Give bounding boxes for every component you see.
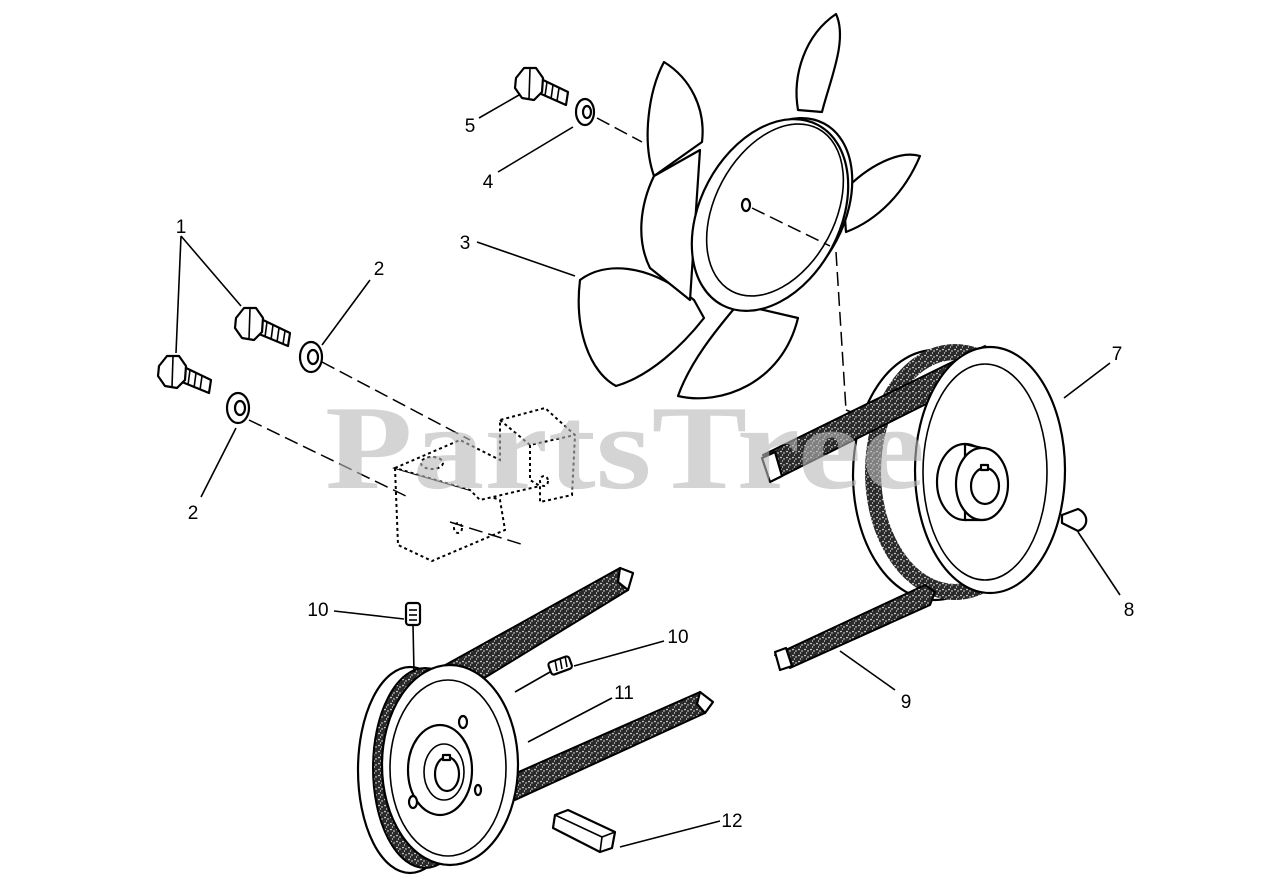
bracket-slot-upper xyxy=(539,475,549,487)
fan-ring-inner xyxy=(705,123,845,297)
bracket-reference xyxy=(392,406,577,563)
pulley-small-bore xyxy=(433,755,461,793)
callout-7: 7 xyxy=(1112,344,1123,365)
bolt-fan xyxy=(513,66,570,107)
washer-lower xyxy=(225,391,251,425)
callout-3-leader xyxy=(476,241,576,277)
fan-blade-bottom xyxy=(676,302,800,400)
bolt-lower xyxy=(156,354,213,395)
callout-5: 5 xyxy=(465,116,476,137)
washer-fan xyxy=(574,97,596,127)
callout-12: 12 xyxy=(721,811,742,832)
pulley-small-keyway xyxy=(441,753,452,762)
callout-9-leader xyxy=(839,650,896,691)
callout-10-left-leader xyxy=(333,610,405,620)
fan-hub-back xyxy=(640,148,702,302)
callout-2-upper: 2 xyxy=(374,259,385,280)
callout-9: 9 xyxy=(901,692,912,713)
callout-4: 4 xyxy=(483,172,494,193)
fan-blade-lower-left xyxy=(577,267,706,388)
callout-8: 8 xyxy=(1124,600,1135,621)
pulley-small-hole-right xyxy=(473,783,483,797)
bolt-upper xyxy=(233,306,292,348)
callout-1: 1 xyxy=(176,217,187,238)
callout-4-leader xyxy=(497,126,574,173)
key-square xyxy=(551,808,617,854)
fan-blade-right xyxy=(841,153,922,234)
set-screw-right xyxy=(514,655,573,693)
callout-2-lower: 2 xyxy=(188,503,199,524)
fan-blade-top xyxy=(795,12,842,114)
bracket-hole xyxy=(420,456,444,470)
bracket-plate xyxy=(392,406,577,504)
callout-2-upper-leader xyxy=(321,279,371,346)
callout-3: 3 xyxy=(460,233,471,254)
pulley-small-face xyxy=(389,679,507,857)
callout-8-leader xyxy=(1077,531,1121,596)
leaders xyxy=(175,94,1121,848)
pulley-small-hub-inner xyxy=(423,743,465,801)
set-screw-left xyxy=(404,601,422,673)
callouts: 1 2 2 3 4 5 7 8 9 10 10 11 12 xyxy=(176,116,1135,832)
pulley-large xyxy=(760,344,1067,672)
fan xyxy=(577,12,922,400)
pulley-small xyxy=(356,566,715,875)
fan-hub-hole xyxy=(740,197,752,213)
belt-upper-left-end xyxy=(616,566,635,592)
callout-12-leader xyxy=(619,820,721,848)
watermark: PartsTree xyxy=(325,381,925,514)
pulley-large-face xyxy=(922,363,1048,581)
pulley-small-hole-bottom xyxy=(407,794,419,810)
pulley-small-hole-top xyxy=(457,714,469,730)
callout-2-lower-leader xyxy=(200,427,237,498)
washer-upper xyxy=(298,340,324,374)
fan-blade-upper-left xyxy=(646,60,704,178)
callout-7-leader xyxy=(1063,362,1111,399)
callout-11-leader xyxy=(527,697,613,743)
callout-10-right-leader xyxy=(573,640,665,667)
key-woodruff xyxy=(1060,507,1088,533)
callout-10-right: 10 xyxy=(667,627,688,648)
callout-5-leader xyxy=(478,94,520,119)
belt-lower-right-end xyxy=(773,646,794,672)
pulley-large-bore xyxy=(969,466,1001,506)
belt-upper-right-end xyxy=(760,450,784,484)
center-lines xyxy=(248,117,1027,546)
callout-11: 11 xyxy=(614,683,634,704)
callout-10-left: 10 xyxy=(307,600,328,621)
callout-1-leader xyxy=(175,235,242,354)
pulley-large-keyway xyxy=(979,463,990,472)
belt-lower-left-end xyxy=(695,690,715,715)
bracket-flange xyxy=(393,466,507,563)
